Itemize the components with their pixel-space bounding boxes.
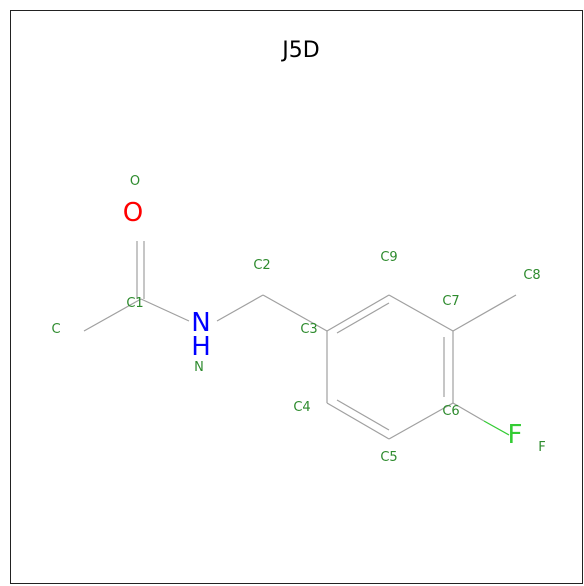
atom-label-n: N: [194, 360, 204, 375]
fluorine-atom-symbol: F: [508, 420, 523, 450]
atom-label-c1: C1: [126, 296, 143, 311]
bond-c3-c9: [326, 294, 390, 332]
atom-label-c9: C9: [380, 250, 397, 265]
bond-n-c2: [216, 294, 264, 322]
molecule-viewer-frame: J5D: [10, 10, 583, 584]
bond-c9-c7: [388, 294, 454, 332]
bond-c7-c8: [452, 294, 517, 332]
atom-label-c3: C3: [300, 322, 317, 337]
bond-c6-c5: [388, 402, 454, 440]
bond-c3-c9-inner: [336, 302, 390, 334]
atom-label-c: C: [51, 322, 60, 337]
atom-label-c4: C4: [293, 400, 310, 415]
hydrogen-atom-symbol: H: [191, 332, 211, 362]
molecule-diagram: J5D: [51, 38, 545, 465]
atom-label-f: F: [538, 440, 545, 455]
bond-c6-f: [452, 402, 485, 422]
atom-label-c5: C5: [380, 450, 397, 465]
molecule-title: J5D: [280, 38, 319, 63]
atom-label-c2: C2: [253, 258, 270, 273]
nitrogen-atom-symbol: N: [191, 308, 210, 338]
bond-c2-c3: [262, 294, 328, 332]
bond-c1-n: [140, 298, 190, 322]
oxygen-atom-symbol: O: [123, 198, 143, 228]
atom-label-c7: C7: [442, 294, 459, 309]
bond-c-c1: [83, 298, 142, 332]
bond-c5-c4: [326, 402, 390, 440]
atom-label-c8: C8: [523, 268, 540, 283]
atom-label-o: O: [130, 174, 140, 189]
bond-c5-c4-inner: [336, 399, 390, 431]
atom-label-c6: C6: [442, 404, 459, 419]
bond-c6-f-colored: [483, 420, 510, 436]
